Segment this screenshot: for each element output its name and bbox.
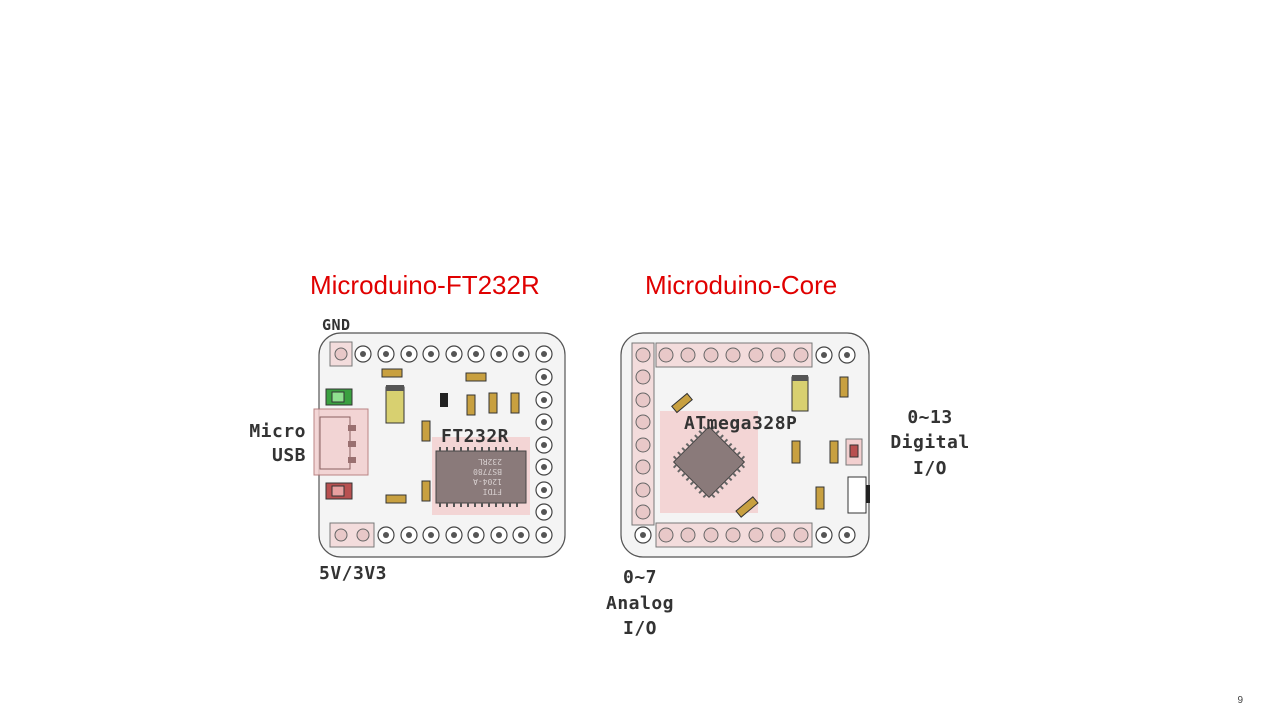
ft232r-title: Microduino-FT232R <box>310 270 540 300</box>
atmega-chip-label: ATmega328P <box>684 413 798 434</box>
ft232r-board: FTDI 1204-A BS7780 232RL <box>313 332 566 558</box>
ft232r-chip-label: FT232R <box>441 426 510 447</box>
core-title: Microduino-Core <box>645 270 838 300</box>
power-label: 5V/3V3 <box>319 563 388 584</box>
chip-marking-3: BS7780 <box>473 467 502 476</box>
micro-usb-label-line2: USB <box>271 445 306 466</box>
analog-io-label-line2: Analog <box>605 593 675 614</box>
digital-io-label-line3: I/O <box>912 458 947 479</box>
page-number: 9 <box>1237 695 1243 706</box>
chip-marking-1: FTDI <box>483 487 502 496</box>
analog-io-label-line1: 0~7 <box>622 567 657 588</box>
analog-io-label-line3: I/O <box>622 618 657 639</box>
digital-io-label-line2: Digital <box>890 432 970 453</box>
micro-usb-label-line1: Micro <box>249 421 306 442</box>
chip-marking-2: 1204-A <box>473 477 502 486</box>
digital-io-label-line1: 0~13 <box>907 407 953 428</box>
core-board <box>620 332 870 558</box>
gnd-label: GND <box>322 316 351 334</box>
chip-marking-4: 232RL <box>478 457 502 466</box>
